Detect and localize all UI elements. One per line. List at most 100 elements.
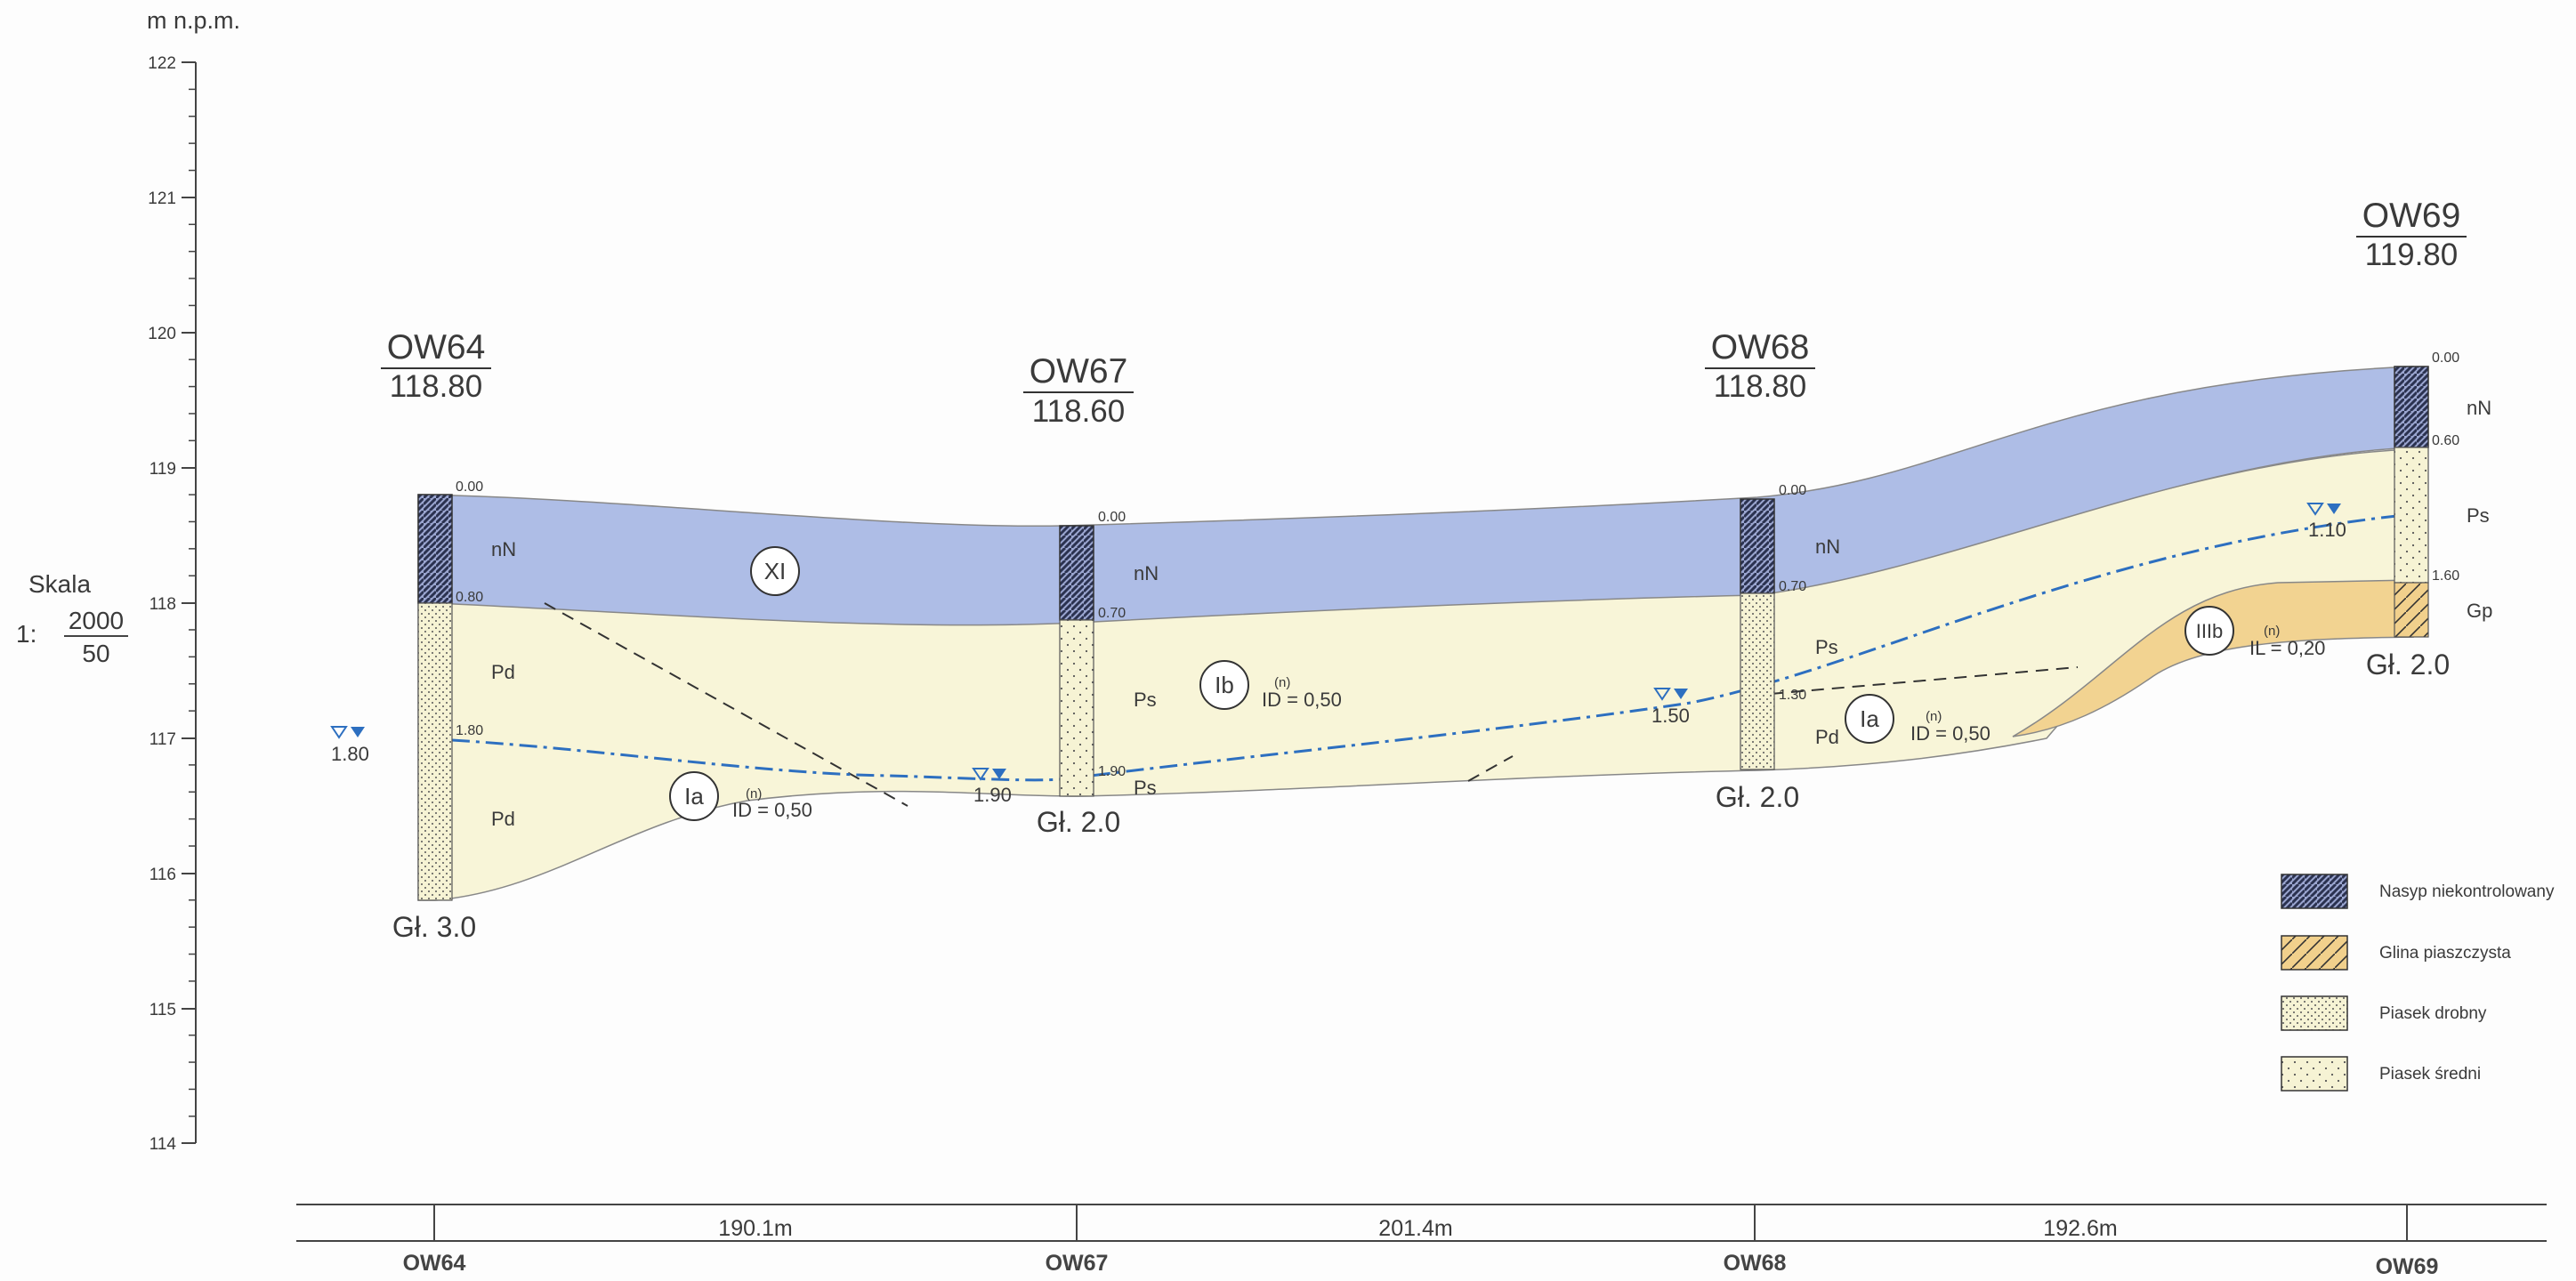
- ow64-layer-1: Pd: [491, 661, 515, 683]
- ow68-layer-1: Ps: [1815, 636, 1838, 658]
- ow64-name: OW64: [387, 328, 486, 367]
- ow64-elevation: 118.80: [390, 369, 482, 404]
- zone-ia-1: Ia (n) ID = 0,50: [669, 771, 812, 821]
- ow69-name: OW69: [2362, 197, 2461, 235]
- scale-label: Skala: [28, 570, 91, 598]
- bottom-name-ow64: OW64: [403, 1251, 466, 1276]
- ow69-depth-1: 0.60: [2432, 433, 2459, 448]
- legend-swatch-medium-sand: [2281, 1056, 2348, 1092]
- zone-ia-2-value: ID = 0,50: [1910, 722, 1991, 745]
- ow69-water-depth: 1.10: [2308, 519, 2346, 541]
- ow68-depth-2: 1.30: [1779, 688, 1806, 703]
- ow67-name: OW67: [1030, 352, 1128, 391]
- ow64-water-marker: 1.80: [330, 726, 369, 765]
- groundwater-line: [417, 512, 2414, 782]
- ow68-name: OW68: [1711, 328, 1810, 367]
- zone-ia-1-sup: (n): [746, 786, 762, 802]
- ow69-end-depth: Gł. 2.0: [2366, 649, 2450, 681]
- zone-xi: XI: [750, 546, 800, 596]
- legend-label-fill: Nasyp niekontrolowany: [2379, 882, 2555, 901]
- zone-iiib-id: IIIb: [2196, 620, 2224, 642]
- water-level-fill-icon: [1674, 689, 1688, 699]
- ow67-water-depth: 1.90: [973, 784, 1012, 806]
- zone-ib: Ib (n) ID = 0,50: [1199, 660, 1342, 711]
- ow68-end-depth: Gł. 2.0: [1716, 781, 1799, 813]
- ow68-depth-1: 0.70: [1779, 579, 1806, 594]
- boundary-line-2: [1467, 755, 1514, 782]
- borehole-annotations: 0.00 0.80 1.80 nN Pd Pd Gł. 3.0 0.00 0.7…: [392, 350, 2492, 943]
- zone-xi-id: XI: [764, 558, 787, 584]
- ow64-layer-0: nN: [491, 538, 516, 560]
- ow69-layer-1: Ps: [2467, 504, 2490, 527]
- ow68-layer-0: nN: [1815, 536, 1840, 558]
- borehole-columns: [417, 366, 2429, 901]
- legend: Nasyp niekontrolowany Glina piaszczysta …: [2281, 874, 2555, 1092]
- soil-layers: [417, 366, 2414, 901]
- ow68-water-marker: 1.50: [1651, 688, 1690, 727]
- borehole-headers: OW64 118.80 OW67 118.60 OW68 118.80 OW69…: [381, 197, 2467, 429]
- scale-block: Skala 1: 2000 50: [16, 570, 128, 667]
- ow68-elevation: 118.80: [1714, 369, 1806, 404]
- legend-label-medium-sand: Piasek średni: [2379, 1065, 2481, 1084]
- ow67-end-depth: Gł. 2.0: [1037, 806, 1120, 838]
- zone-iiib-value: IL = 0,20: [2249, 637, 2325, 659]
- zone-iiib: IIIb (n) IL = 0,20: [2184, 606, 2325, 659]
- tick-label-119: 119: [149, 460, 176, 479]
- ow69-sand-column: [2394, 447, 2429, 584]
- ow67-water-marker: 1.90: [972, 768, 1012, 806]
- tick-label-116: 116: [149, 866, 176, 884]
- ow67-sand-column: [1059, 619, 1094, 797]
- scale-vertical: 50: [82, 640, 109, 667]
- tick-label-122: 122: [148, 54, 176, 73]
- zone-iiib-sup: (n): [2264, 624, 2280, 639]
- ow67-layer-0: nN: [1134, 562, 1159, 584]
- ow67-depth-2: 1.90: [1098, 764, 1126, 779]
- distance-bar: 190.1m 201.4m 192.6m OW64 OW67 OW68 OW69: [296, 1204, 2547, 1279]
- ow69-depth-0: 0.00: [2432, 350, 2459, 366]
- zone-ia-1-id: Ia: [684, 783, 704, 810]
- tick-label-115: 115: [149, 1001, 176, 1019]
- tick-label-121: 121: [148, 189, 176, 208]
- water-level-fill-icon: [992, 769, 1006, 779]
- ow68-fill-column: [1740, 498, 1775, 594]
- distance-ow67-ow68: 201.4m: [1378, 1216, 1452, 1241]
- ow67-fill-column: [1059, 525, 1094, 621]
- zone-ia-2: Ia (n) ID = 0,50: [1845, 694, 1991, 745]
- tick-label-117: 117: [149, 730, 176, 749]
- tick-label-118: 118: [149, 595, 176, 614]
- water-markers: 1.80 1.90 1.50 1.10: [330, 503, 2346, 806]
- axis-unit-label: m n.p.m.: [147, 7, 240, 34]
- zone-ib-id: Ib: [1215, 672, 1234, 698]
- water-level-fill-icon: [351, 727, 365, 737]
- boundary-line-3: [1770, 666, 2079, 695]
- clay-lens: [2012, 579, 2414, 737]
- ow67-elevation: 118.60: [1032, 394, 1125, 429]
- legend-swatch-fill: [2281, 874, 2348, 909]
- scale-prefix: 1:: [16, 620, 36, 648]
- ow69-layer-2: Gp: [2467, 600, 2492, 622]
- scale-horizontal: 2000: [69, 607, 124, 634]
- ow64-depth-0: 0.00: [456, 479, 483, 495]
- ow68-depth-0: 0.00: [1779, 483, 1806, 498]
- ow64-layer-2: Pd: [491, 808, 515, 830]
- ow69-fill-column: [2394, 366, 2429, 448]
- ow69-layer-0: nN: [2467, 397, 2491, 419]
- water-level-fill-icon: [2327, 504, 2341, 514]
- zone-ia-2-sup: (n): [1926, 709, 1942, 724]
- water-level-icon: [1653, 688, 1671, 701]
- bottom-name-ow68: OW68: [1724, 1251, 1787, 1276]
- legend-label-clay: Glina piaszczysta: [2379, 944, 2511, 963]
- boundary-line-1: [544, 602, 908, 807]
- ow67-depth-1: 0.70: [1098, 606, 1126, 621]
- ow64-sand-column: [417, 602, 453, 901]
- ow69-depth-2: 1.60: [2432, 568, 2459, 584]
- ow68-sand-column: [1740, 592, 1775, 770]
- legend-swatch-fine-sand: [2281, 995, 2348, 1031]
- zone-ia-1-value: ID = 0,50: [732, 799, 812, 821]
- bottom-name-ow69: OW69: [2376, 1254, 2439, 1277]
- ow64-water-depth: 1.80: [331, 743, 369, 765]
- water-level-icon: [972, 768, 989, 781]
- legend-swatch-clay: [2281, 935, 2348, 971]
- ow68-water-depth: 1.50: [1651, 705, 1690, 727]
